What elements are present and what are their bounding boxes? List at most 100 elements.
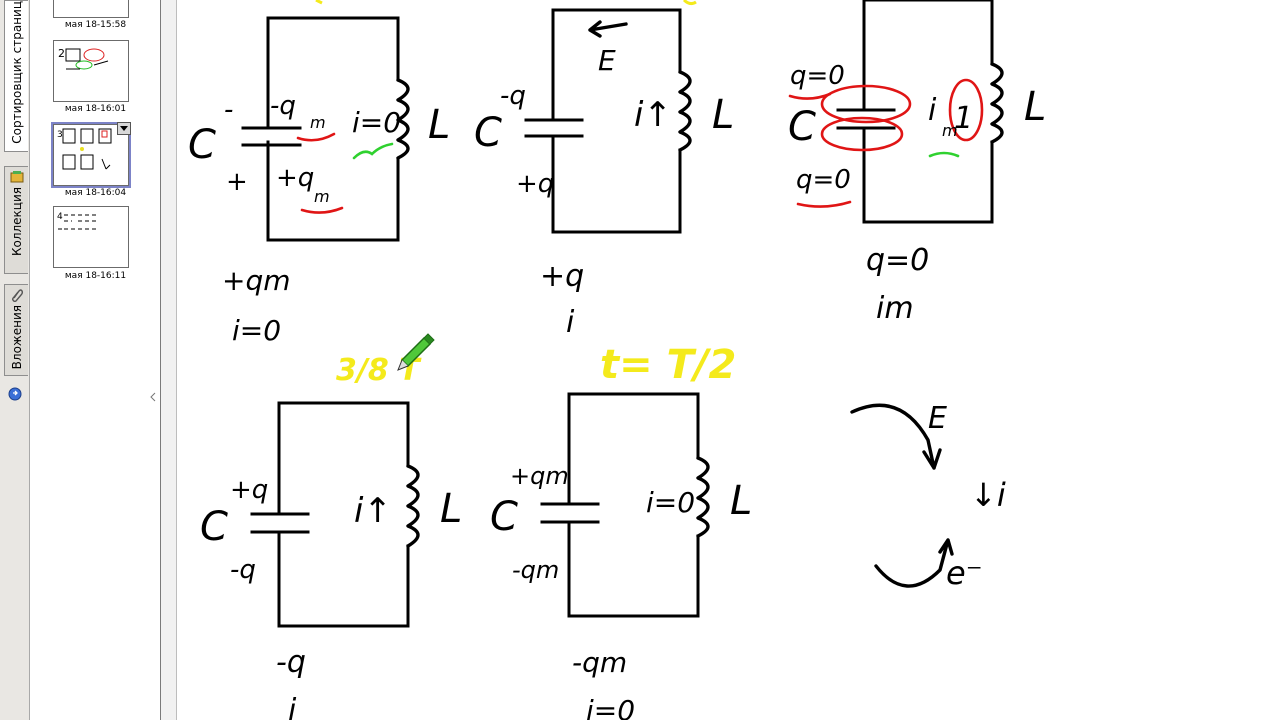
gallery-icon [10, 170, 24, 184]
field-arrow [588, 20, 628, 38]
page-thumbnail[interactable]: 4 [53, 206, 129, 268]
cap-top-sign: - [224, 95, 233, 125]
current-label: i [928, 93, 937, 128]
tab-gallery[interactable]: Коллекция [4, 166, 28, 274]
charge-bottom: +q [516, 169, 554, 199]
ind-label: L [440, 486, 462, 532]
current-label: i↑ [634, 95, 672, 135]
charge-top: -q [500, 81, 526, 111]
red-highlight-ellipse [820, 84, 912, 124]
capacitor-plates [540, 502, 600, 524]
curved-arrow [850, 403, 942, 470]
current-label: ↓i [970, 476, 1006, 514]
field-current-diagram: E ↓i e⁻ [850, 401, 1006, 592]
red-underline [296, 132, 336, 142]
cap-bottom-sign: + [226, 167, 248, 197]
red-underline [300, 206, 344, 214]
inductor-coil [406, 464, 420, 548]
state-note-current: i [288, 693, 297, 720]
ind-label: L [1024, 84, 1046, 130]
current-arrow: 1 [954, 101, 973, 136]
charge-bottom: q=0 [796, 165, 851, 195]
green-underline [352, 142, 394, 160]
help-icon[interactable] [8, 386, 22, 401]
splitter-arrow-icon[interactable] [150, 392, 156, 402]
svg-text:2: 2 [58, 47, 65, 60]
state-note-current: i [566, 305, 575, 340]
side-tab-strip: Сортировщик страниц Коллекция Вложения [0, 0, 30, 720]
charge-top-sub: m [310, 113, 326, 132]
thumbnail-caption: мая 18-15:58 [64, 20, 127, 30]
state-note-current: i=0 [586, 694, 635, 720]
page-thumbnail-selected[interactable]: 3 [51, 122, 131, 188]
page-thumbnail[interactable] [53, 0, 129, 18]
circuit-1: C - + -q m +q m i=0 L +qm i=0 [188, 16, 450, 347]
cap-label: C [490, 494, 518, 540]
charge-bottom: -qm [512, 556, 559, 584]
inductor-coil [696, 456, 710, 538]
state-note-charge: q=0 [866, 243, 929, 278]
cap-label: C [200, 504, 228, 550]
state-note-charge: -q [276, 645, 306, 680]
cap-label: C [788, 104, 816, 150]
tab-gallery-label: Коллекция [9, 187, 24, 257]
charge-top: +qm [510, 462, 569, 490]
field-label: E [928, 401, 947, 436]
circuit-2: C -q +q E i↑ L +q i [474, 8, 734, 340]
page-sorter-panel: мая 18-15:58 2 мая 18-16:01 3 мая 18-16:… [30, 0, 161, 720]
svg-text:3: 3 [57, 130, 63, 140]
svg-text:4: 4 [57, 212, 63, 222]
page-thumbnail[interactable]: 2 [53, 40, 129, 102]
circuit-5: t= T/2 C +qm -qm i=0 L -qm i=0 [490, 342, 752, 724]
state-note-charge: -qm [572, 646, 627, 679]
inductor-coil [990, 62, 1004, 144]
curved-arrow [874, 538, 954, 588]
state-note-current: im [876, 291, 914, 326]
charge-bottom-sub: m [314, 187, 330, 206]
highlight-fragment [315, 0, 323, 5]
capacitor-plates [241, 126, 302, 147]
electron-label: e⁻ [946, 554, 983, 592]
capacitor-plates [524, 118, 584, 138]
capacitor-plates [836, 108, 896, 130]
thumbnail-menu-button[interactable] [117, 122, 131, 135]
whiteboard-canvas[interactable]: C - + -q m +q m i=0 L +qm i=0 C -q +q E … [177, 0, 1280, 724]
charge-top: q=0 [790, 61, 845, 91]
tab-page-sorter[interactable]: Сортировщик страниц [4, 0, 28, 152]
red-highlight-ellipse [820, 116, 904, 152]
red-highlight-ellipse [948, 78, 984, 142]
red-underline [788, 92, 832, 100]
highlight-fragment [682, 0, 697, 6]
inductor-coil [396, 78, 410, 160]
state-note-charge: +q [540, 259, 584, 294]
charge-top: +q [230, 475, 268, 505]
tab-attachments-label: Вложения [9, 305, 24, 370]
thumbnail-caption: мая 18-16:04 [64, 188, 127, 198]
field-label: E [598, 44, 616, 77]
cap-label: C [474, 110, 502, 156]
state-note-current: i=0 [232, 314, 281, 347]
pen-icon[interactable] [397, 333, 435, 371]
panel-splitter[interactable] [161, 0, 177, 720]
current-label: i↑ [354, 491, 392, 531]
green-underline [928, 151, 960, 158]
ind-label: L [712, 92, 734, 138]
charge-bottom: -q [230, 555, 256, 585]
thumbnail-caption: мая 18-16:01 [64, 104, 127, 114]
charge-bottom: +q [276, 163, 314, 193]
circuit-4: 3/8 T C +q -q i↑ L -q i [200, 333, 462, 724]
current-sub: m [942, 121, 958, 140]
tab-page-sorter-label: Сортировщик страниц [9, 1, 24, 144]
inductor-coil [678, 70, 692, 152]
ind-label: L [428, 102, 450, 148]
paperclip-icon [10, 288, 24, 302]
state-note-charge: +qm [222, 264, 291, 297]
current-label: i=0 [646, 486, 695, 519]
circuit-3: C q=0 q=0 i m 1 L q=0 im [788, 0, 1046, 326]
chevron-down-icon [120, 126, 128, 131]
time-label: t= T/2 [600, 342, 736, 388]
cap-label: C [188, 122, 216, 168]
tab-attachments[interactable]: Вложения [4, 284, 28, 376]
current-label: i=0 [352, 106, 401, 139]
capacitor-plates [250, 512, 310, 534]
